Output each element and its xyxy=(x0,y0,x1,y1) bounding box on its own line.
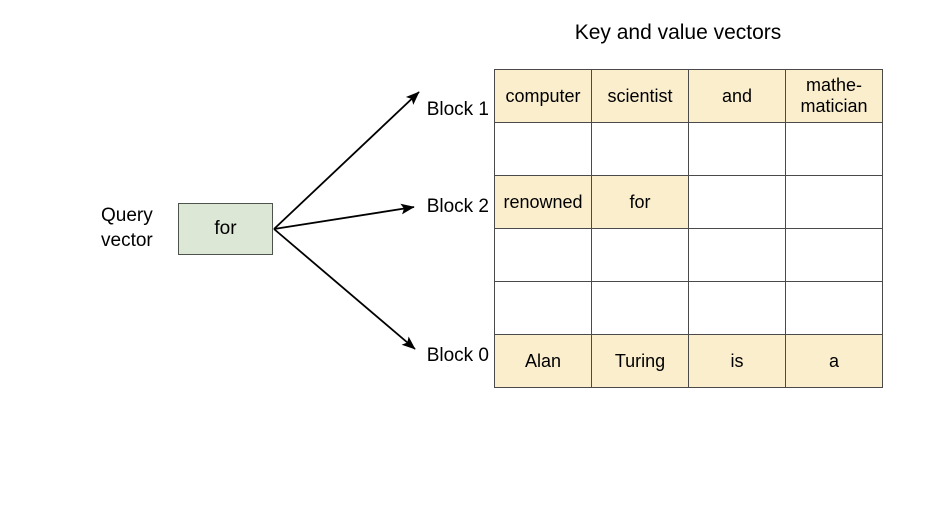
arrow-to-block-1 xyxy=(273,91,420,230)
table-cell xyxy=(591,281,689,335)
table-row xyxy=(494,281,883,335)
diagram-title: Key and value vectors xyxy=(574,21,782,44)
table-row xyxy=(494,228,883,282)
table-cell xyxy=(688,228,786,282)
table-row xyxy=(494,122,883,176)
table-cell xyxy=(591,122,689,176)
block-label-block-0: Block 0 xyxy=(426,345,489,366)
table-cell: a xyxy=(785,334,883,388)
table-cell xyxy=(494,122,592,176)
query-vector-box[interactable]: for xyxy=(178,203,273,255)
table-cell xyxy=(494,228,592,282)
arrow-to-block-2 xyxy=(273,203,415,230)
block-label-block-1: Block 1 xyxy=(426,99,489,120)
table-cell xyxy=(785,175,883,229)
table-cell: for xyxy=(591,175,689,229)
table-cell xyxy=(688,175,786,229)
table-cell xyxy=(785,228,883,282)
table-cell: computer xyxy=(494,69,592,123)
table-cell: is xyxy=(688,334,786,388)
block-label-block-2: Block 2 xyxy=(426,196,489,217)
table-cell xyxy=(688,122,786,176)
arrow-group xyxy=(273,91,420,350)
table-cell xyxy=(785,122,883,176)
query-vector-token: for xyxy=(214,218,237,239)
table-cell xyxy=(591,228,689,282)
table-cell: mathe-matician xyxy=(785,69,883,123)
table-cell: scientist xyxy=(591,69,689,123)
query-vector-label-line2: vector xyxy=(101,230,153,251)
table-cell: Turing xyxy=(591,334,689,388)
query-vector-label-line1: Query xyxy=(101,205,153,226)
table-cell: Alan xyxy=(494,334,592,388)
arrow-to-block-0 xyxy=(273,228,416,350)
table-cell: renowned xyxy=(494,175,592,229)
table-cell xyxy=(688,281,786,335)
table-cell xyxy=(494,281,592,335)
table-cell xyxy=(785,281,883,335)
query-vector-label: Query vector xyxy=(101,203,173,253)
table-cell: and xyxy=(688,69,786,123)
